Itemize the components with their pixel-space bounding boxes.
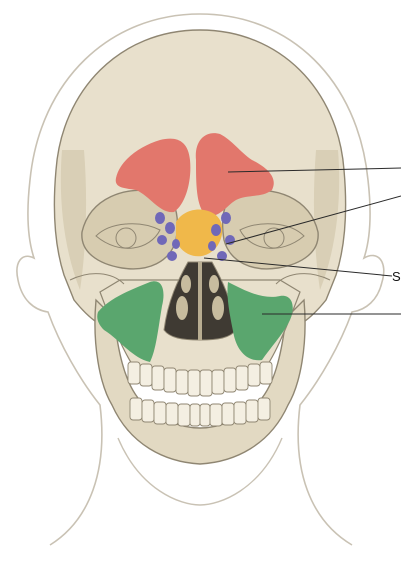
sphenoidal-sinus-label: S (392, 270, 401, 283)
ethmoid-cell (167, 251, 177, 261)
ethmoid-cell (221, 212, 231, 224)
tooth (260, 362, 272, 384)
ethmoid-cell (157, 235, 167, 245)
tooth (234, 402, 246, 424)
tooth (224, 368, 236, 392)
tooth (176, 370, 188, 394)
ethmoid-cell (155, 212, 165, 224)
tooth (164, 368, 176, 392)
ethmoid-cell (172, 239, 180, 249)
tooth (128, 362, 140, 384)
tooth (190, 404, 200, 426)
tooth (154, 402, 166, 424)
tooth (200, 404, 210, 426)
lower-teeth (130, 398, 270, 426)
tooth (140, 364, 152, 386)
ethmoid-cell (208, 241, 216, 251)
tooth (258, 398, 270, 420)
tooth (212, 370, 224, 394)
tooth (222, 403, 234, 425)
tooth (130, 398, 142, 420)
tooth (246, 400, 258, 422)
ethmoid-cell (165, 222, 175, 234)
nasal-concha-left (176, 296, 188, 320)
tooth (200, 370, 212, 396)
tooth (166, 403, 178, 425)
tooth (248, 364, 260, 386)
tooth (210, 404, 222, 426)
nasal-concha-left (181, 275, 191, 293)
nasal-concha-right (209, 275, 219, 293)
tooth (178, 404, 190, 426)
tooth (152, 366, 164, 390)
tooth (236, 366, 248, 390)
nasal-concha-right (212, 296, 224, 320)
tooth (142, 400, 154, 422)
ethmoid-cell (211, 224, 221, 236)
tooth (188, 370, 200, 396)
